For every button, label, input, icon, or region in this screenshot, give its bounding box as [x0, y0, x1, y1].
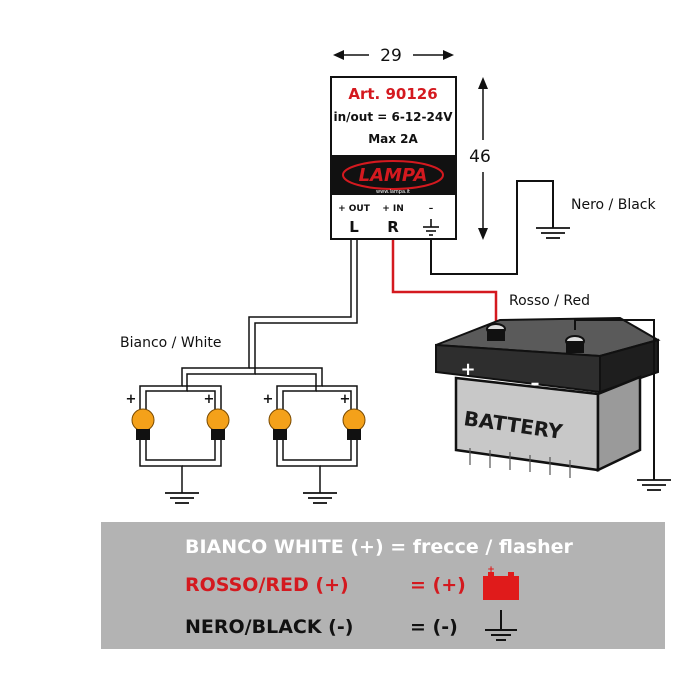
- ground-icon-legend: [485, 610, 517, 641]
- white-wire: [139, 240, 358, 410]
- lamp-pair-right: [276, 440, 358, 493]
- legend-row-black-label: NERO/BLACK (-): [185, 616, 354, 638]
- svg-text:+: +: [487, 565, 495, 575]
- red-wire-label: Rosso / Red: [509, 293, 590, 309]
- lamp-bulb-2: +: [204, 392, 230, 440]
- battery-minus: –: [531, 373, 540, 394]
- ground-icon-lamps-left: [165, 492, 199, 504]
- lamp-bulb-4: +: [340, 392, 366, 440]
- current-label: Max 2A: [368, 132, 418, 146]
- white-wire-label: Bianco / White: [120, 335, 222, 351]
- battery-plus: +: [460, 359, 475, 380]
- pin-R: R: [387, 218, 399, 236]
- red-wire: [391, 240, 498, 325]
- legend-row-black-value: = (-): [410, 616, 458, 638]
- black-wire: [430, 180, 554, 275]
- voltage-label: in/out = 6-12-24V: [334, 110, 454, 124]
- lamp-pair-left: [139, 440, 222, 493]
- legend-row-white: BIANCO WHITE (+) = frecce / flasher: [185, 536, 573, 558]
- battery-ground-wire: [574, 319, 655, 480]
- height-label: 46: [469, 147, 491, 167]
- svg-text:+: +: [126, 392, 137, 407]
- legend-panel: BIANCO WHITE (+) = frecce / flasher ROSS…: [101, 522, 665, 649]
- width-label: 29: [380, 46, 402, 66]
- battery-icon: +: [483, 565, 519, 600]
- lampa-logo: LAMPA www.lampa.it: [342, 160, 444, 195]
- article-label: Art. 90126: [348, 85, 437, 103]
- ground-icon-battery: [637, 479, 671, 491]
- svg-text:+: +: [340, 392, 351, 407]
- pin-in-label: + IN: [382, 204, 404, 214]
- svg-text:+: +: [263, 392, 274, 407]
- legend-row-red-value: = (+): [410, 574, 466, 596]
- legend-row-red-label: ROSSO/RED (+): [185, 574, 349, 596]
- lamp-bulb-3: +: [263, 392, 292, 440]
- ground-icon-black: [536, 227, 570, 239]
- width-dimension: [333, 50, 454, 60]
- svg-text:+: +: [204, 392, 215, 407]
- battery: + – BATTERY: [435, 316, 661, 478]
- pin-out-label: + OUT: [338, 204, 371, 214]
- lamp-bulb-1: +: [126, 392, 155, 440]
- module-ground-icon: [423, 219, 439, 236]
- black-wire-label: Nero / Black: [571, 197, 656, 213]
- height-dimension: [478, 77, 488, 240]
- ground-icon-lamps-right: [303, 492, 337, 504]
- svg-text:LAMPA: LAMPA: [359, 165, 428, 186]
- svg-text:www.lampa.it: www.lampa.it: [376, 189, 410, 195]
- pin-gnd-label: –: [429, 204, 434, 214]
- pin-L: L: [349, 218, 359, 236]
